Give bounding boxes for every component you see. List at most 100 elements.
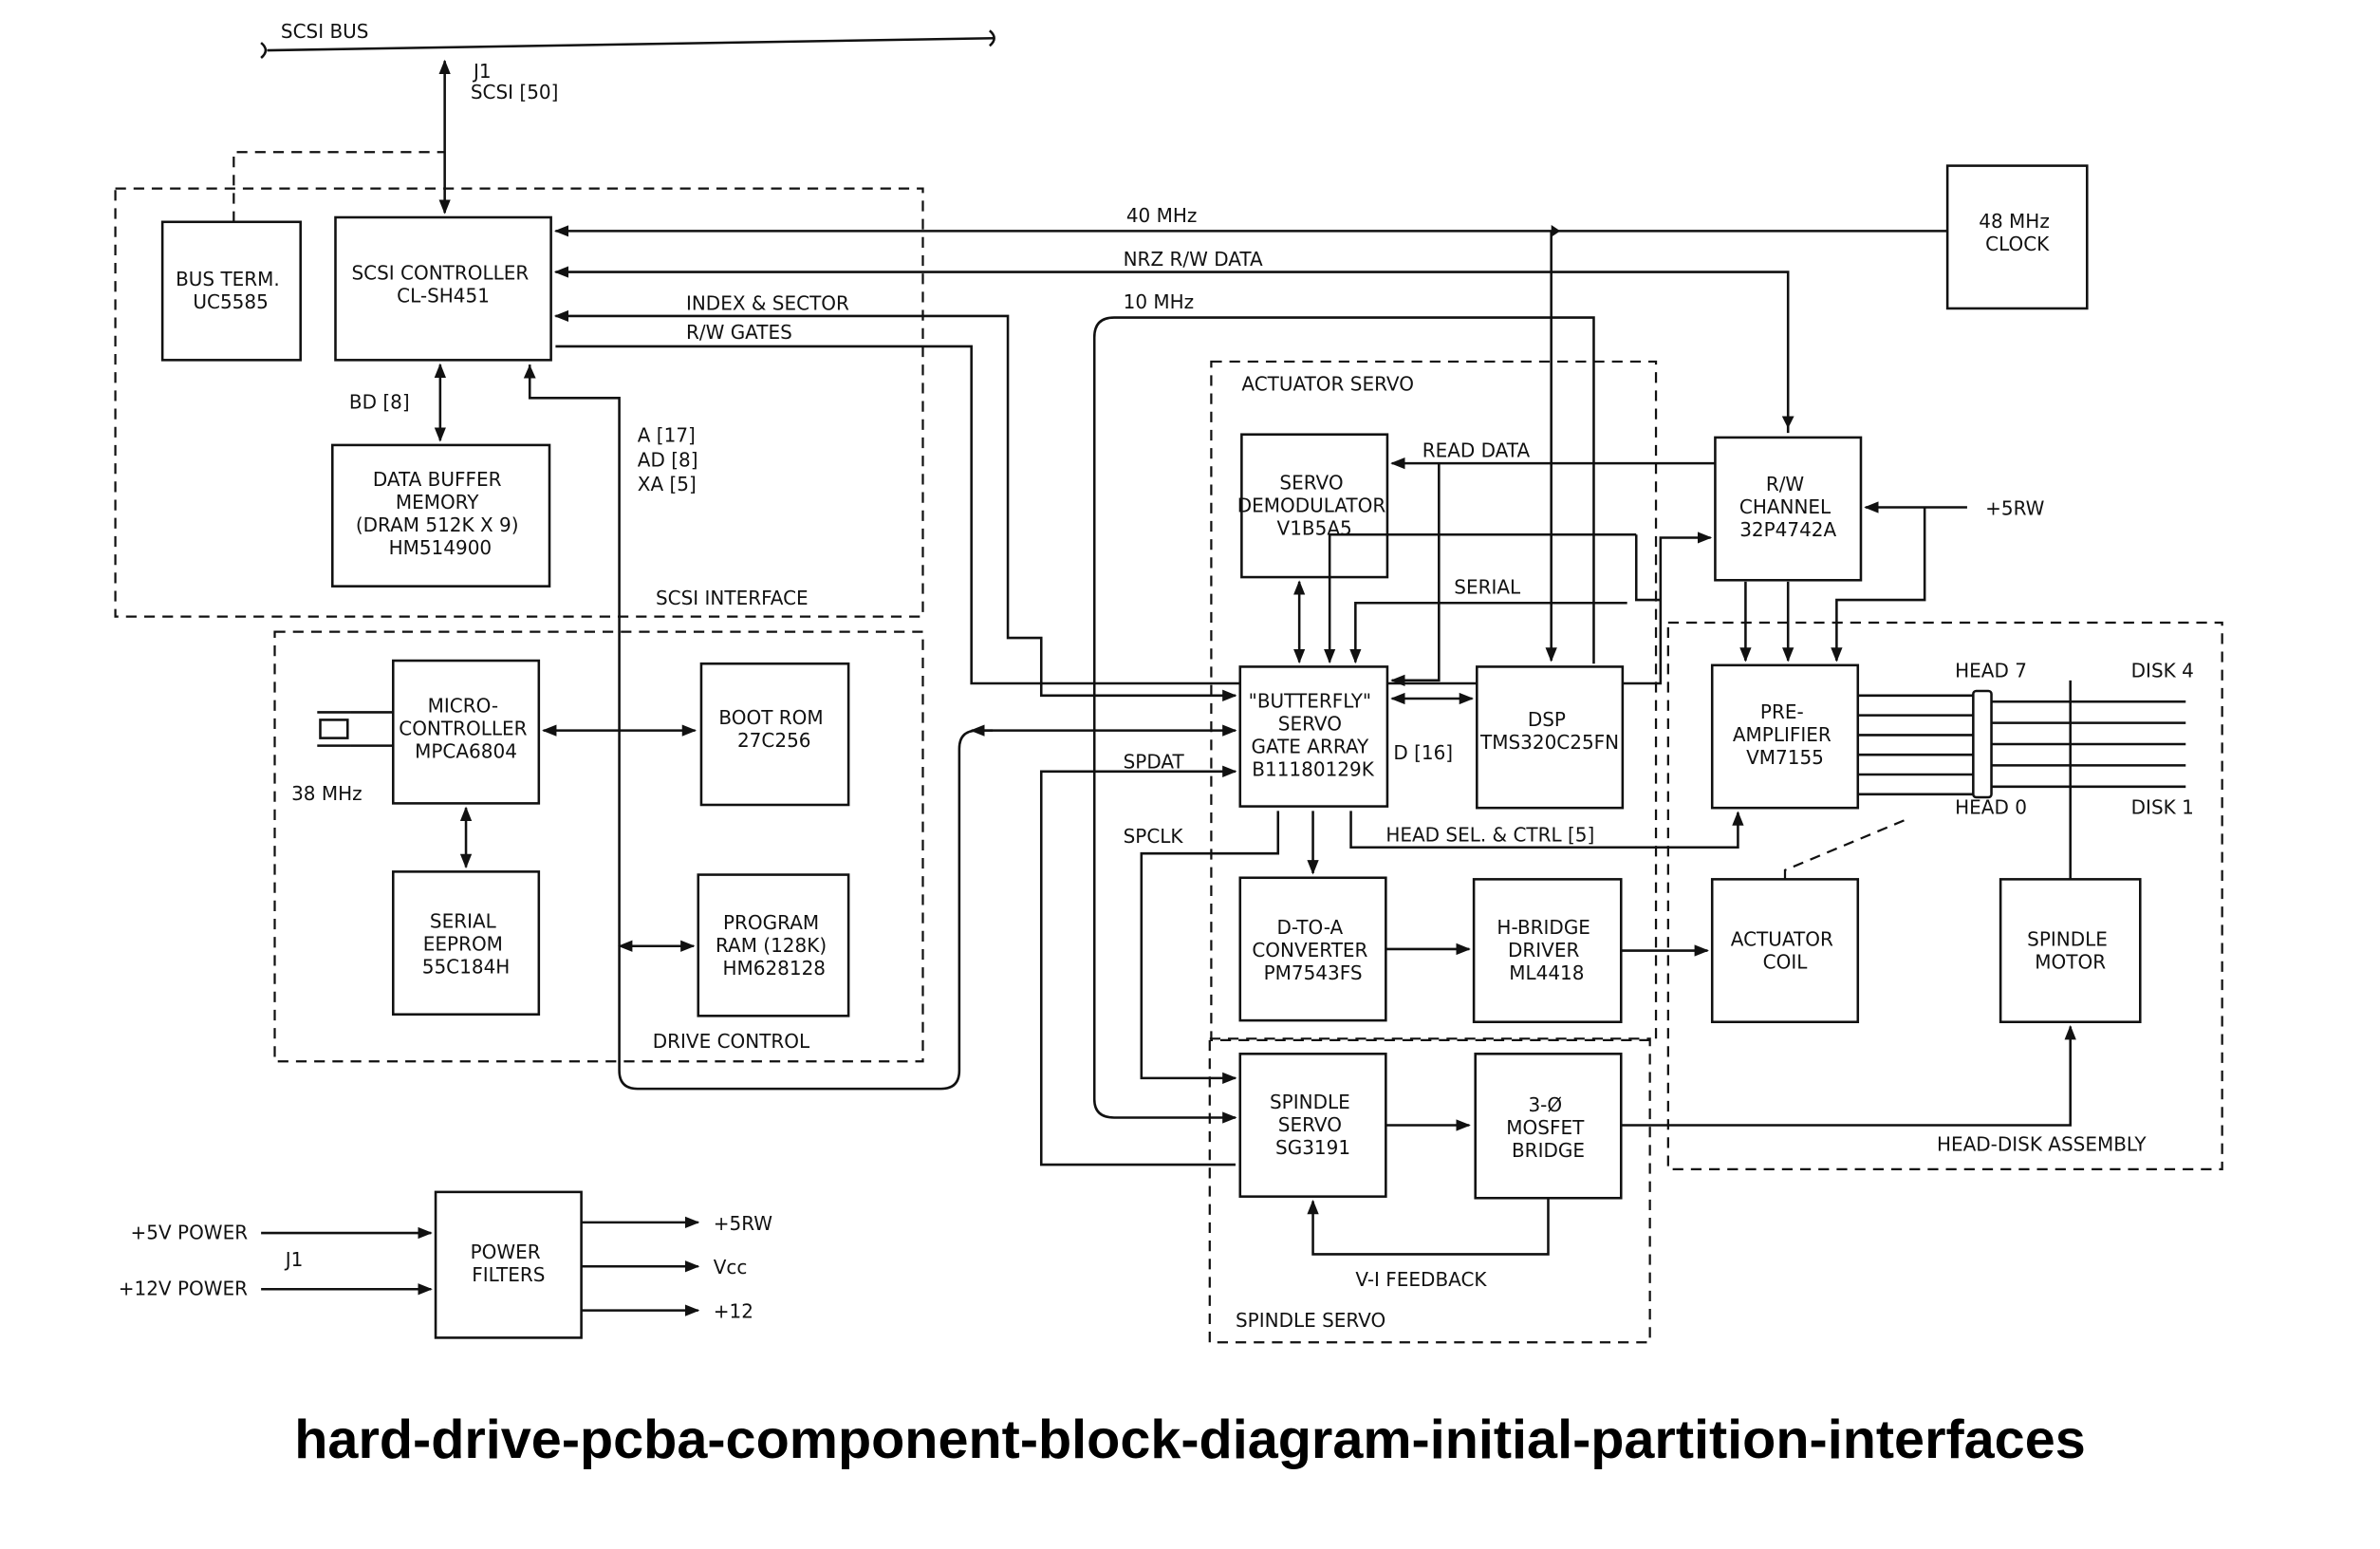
disk-stack [1857,680,2186,880]
svg-text:D-TO-A CONVERTER P: D-TO-A CONVERTER PM7543FS [1252,916,1373,984]
srw-label: +5RW [1985,496,2045,519]
power-out-srw-label: +5RW [714,1212,773,1235]
microcontroller-block: MICRO- CONTROLLER MPCA6804 [391,659,541,805]
actuator-coil-block: ACTUATOR COIL [1710,878,1860,1023]
gate-array-line: B11180129K [1252,758,1374,781]
servo-demod-line: SERVO [1279,471,1343,494]
clock-block: 48 MHz CLOCK [1945,164,2089,310]
mosfet-line: 3-Ø [1528,1093,1562,1116]
rw-channel-block: R/W CHANNEL 32P4742A [1714,436,1863,582]
svg-text:DSP TMS320C25FN: DSP TMS320C25FN [1479,708,1619,754]
svg-text:R/W CHANNEL 32P474: R/W CHANNEL 32P4742A [1739,473,1837,541]
power-out-vcc-label: Vcc [714,1256,748,1278]
servo-demod-line: V1B5A5 [1277,516,1352,539]
page-title: hard-drive-pcba-component-block-diagram-… [294,1409,2085,1470]
svg-text:SERIAL EEPROM 55C1: SERIAL EEPROM 55C184H [422,910,511,979]
spindle-servo-line: SG3191 [1275,1136,1350,1159]
power-out-12-label: +12 [714,1300,753,1323]
svg-text:ACTUATOR COIL: ACTUATOR COIL [1731,928,1839,974]
a17-label: A [17] [638,424,696,447]
boot-rom-block: BOOT ROM 27C256 [699,662,850,807]
head-sel-label: HEAD SEL. & CTRL [5] [1385,823,1594,846]
connections: READ DATA SERIAL D [16] HEAD SEL. & CTRL… [1039,439,2076,1291]
region-drive-control-label: DRIVE CONTROL [653,1030,810,1053]
bd-label: BD [8] [349,391,410,414]
dsp-line: TMS320C25FN [1479,731,1619,754]
svg-text:PRE- AMPLIFIER VM7: PRE- AMPLIFIER VM7155 [1733,700,1837,769]
microcontroller-line: MPCA6804 [415,739,517,762]
microcontroller-line: CONTROLLER [399,717,527,739]
bus-term-line: UC5585 [193,290,268,313]
power-filters-block: POWER FILTERS [434,1190,583,1339]
svg-text:MICRO- CONTROLLER: MICRO- CONTROLLER MPCA6804 [399,694,533,762]
power-in12-label: +12V POWER [119,1278,248,1300]
d16-label: D [16] [1393,741,1453,764]
svg-text:BOOT ROM 27C256: BOOT ROM 27C256 [718,706,829,752]
bus-term-block: BUS TERM. UC5585 [160,220,302,362]
serial-label: SERIAL [1454,576,1521,599]
preamp-line: AMPLIFIER [1733,723,1831,746]
scsi-controller-line: CL-SH451 [397,285,490,308]
data-buffer-block: DATA BUFFER MEMORY (DRAM 512K X 9) HM514… [331,443,551,588]
rw-gates-label: R/W GATES [686,321,792,344]
micro-bus [523,364,1237,1091]
power-in5-label: +5V POWER [131,1221,249,1243]
nrz-label: NRZ R/W DATA [1124,248,1263,271]
bus-term-line: BUS TERM. [176,268,280,290]
spindle-motor-line: SPINDLE [2027,928,2108,951]
mosfet-line: MOSFET [1506,1116,1585,1139]
scsi-bus: SCSI BUS J1 SCSI [50] [232,20,995,222]
spindle-motor-line: MOTOR [2035,951,2106,974]
clock-line: 48 MHz [1979,210,2050,233]
head0-label: HEAD 0 [1955,796,2027,819]
clock-line: CLOCK [1985,233,2050,255]
program-ram-line: HM628128 [722,957,826,980]
nrz-line [553,266,1790,434]
hbridge-line: DRIVER [1508,939,1579,961]
head7-label: HEAD 7 [1955,660,2027,682]
boot-rom-line: BOOT ROM [718,706,823,729]
region-actuator-servo-label: ACTUATOR SERVO [1241,372,1414,395]
index-sector-label: INDEX & SECTOR [686,292,849,315]
scsi-bus-label: SCSI BUS [281,20,369,43]
region-drive-control [273,630,924,1063]
preamp-line: VM7155 [1746,746,1824,769]
serial-eeprom-line: SERIAL [430,910,497,933]
power-j1-label: J1 [284,1248,304,1271]
data-buffer-line: (DRAM 512K X 9) [356,513,519,536]
svg-text:"BUTTERFLY" SERVO: "BUTTERFLY" SERVO GATE ARRAY B11180129K [1249,690,1378,781]
hbridge-block: H-BRIDGE DRIVER ML4418 [1472,878,1623,1023]
spindle-servo-line: SERVO [1278,1113,1342,1136]
region-head-disk-label: HEAD-DISK ASSEMBLY [1937,1133,2147,1156]
region-head-disk [1666,621,2223,1170]
index-sector-line [553,309,1237,701]
gate-array-block: "BUTTERFLY" SERVO GATE ARRAY B11180129K [1238,665,1389,808]
region-spindle-servo-label: SPINDLE SERVO [1236,1309,1385,1332]
svg-text:SCSI CONTROLLER CL-SH451: SCSI CONTROLLER CL-SH451 [351,262,534,308]
gate-array-line: "BUTTERFLY" [1249,690,1371,713]
program-ram-line: RAM (128K) [716,934,827,957]
power-lines [261,1216,700,1316]
data-buffer-line: HM514900 [389,536,493,559]
power-filters-line: POWER [471,1241,541,1263]
dac-block: D-TO-A CONVERTER PM7543FS [1238,876,1387,1022]
ad8-label: AD [8] [638,448,698,471]
mhz10-label: 10 MHz [1124,290,1195,313]
dac-line: CONVERTER [1252,939,1367,961]
scsi-controller-block: SCSI CONTROLLER CL-SH451 [334,215,552,362]
svg-text:DATA BUFFER MEMORY: DATA BUFFER MEMORY (DRAM 512K X 9) HM514… [356,468,525,559]
servo-demod-block: SERVO DEMODULATOR V1B5A5 [1237,433,1389,579]
rw-channel-line: CHANNEL [1739,495,1831,518]
read-data-label: READ DATA [1422,439,1531,462]
spclk-label: SPCLK [1124,825,1184,848]
crystal-icon [317,711,394,747]
data-buffer-line: DATA BUFFER [373,468,502,491]
serial-eeprom-block: SERIAL EEPROM 55C184H [391,870,541,1016]
power-filters-line: FILTERS [472,1263,545,1286]
scsi-controller-line: SCSI CONTROLLER [351,262,529,285]
rw-gates-line [555,345,1713,685]
preamp-line: PRE- [1760,700,1804,723]
svg-text:48 MHz CLOCK: 48 MHz CLOCK [1979,210,2055,255]
microcontroller-line: MICRO- [428,694,498,717]
